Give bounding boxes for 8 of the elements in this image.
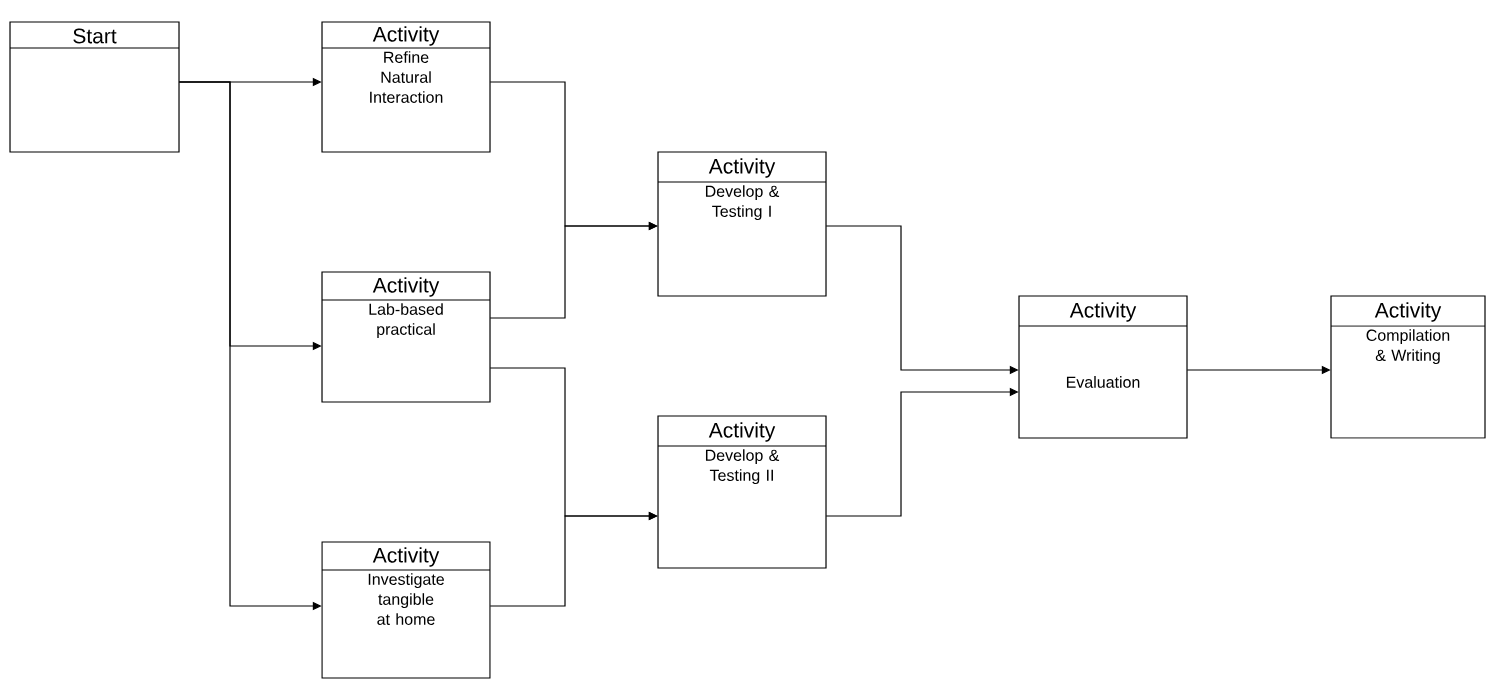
activity-box: Start [9, 21, 180, 153]
activity-box: Activity Evaluation [1018, 295, 1188, 439]
activity-box: Activity Develop & Testing II [657, 415, 827, 569]
activity-box: Activity Investigate tangible at home [321, 541, 491, 679]
activity-box: Activity Develop & Testing I [657, 151, 827, 297]
activity-box: Activity Compilation & Writing [1330, 295, 1486, 439]
activity-box: Activity Lab-based practical [321, 271, 491, 403]
activity-box: Activity Refine Natural Interaction [321, 21, 491, 153]
